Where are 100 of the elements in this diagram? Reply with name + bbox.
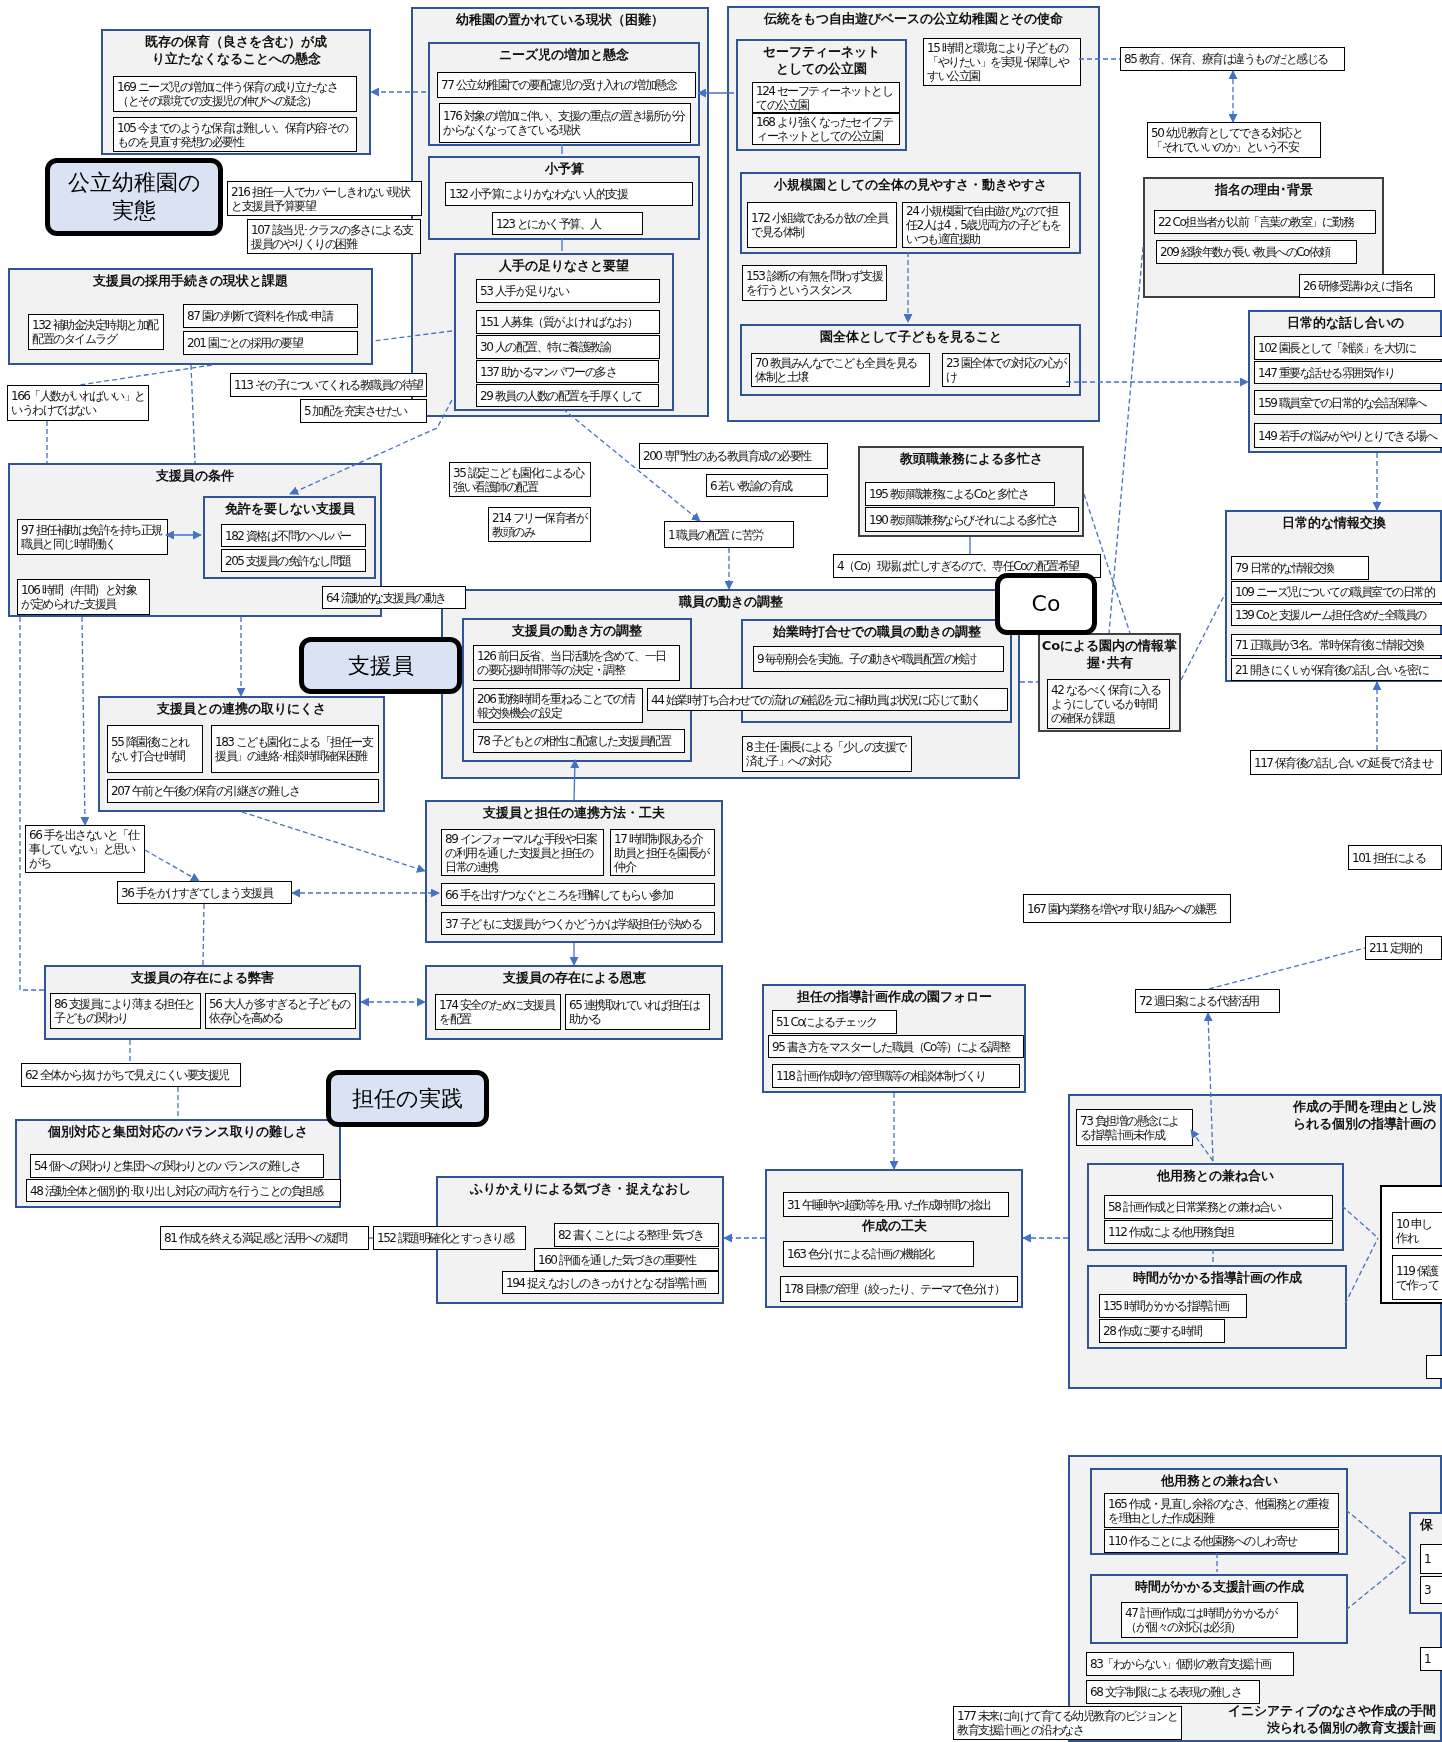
category-group-panel — [203, 496, 376, 579]
concept-card: 29 教員の人数の配置を手厚くして — [476, 384, 659, 407]
concept-card: 109 ニーズ児についての職員室での日常的 — [1231, 581, 1442, 603]
concept-card: 68 文字制限による表現の難しさ — [1086, 1680, 1260, 1704]
concept-card: 86 支援員により薄まる担任と子どもの関わり — [50, 993, 201, 1029]
concept-card: 151 人募集（質がよければなお） — [476, 310, 660, 334]
section-title-box: 公立幼稚園の実態 — [45, 158, 223, 236]
group-heading: 始業時打合せでの職員の動きの調整 — [772, 623, 981, 640]
connector-line — [46, 420, 48, 464]
concept-card: 177 未来に向けて育てる幼児教育のビジョンと教育支援計画との沿わなさ — [953, 1706, 1182, 1740]
connector-line — [1078, 58, 1121, 60]
concept-card: 97 担任補助は免許を持ち正規職員と同じ時間働く — [17, 519, 168, 555]
concept-card: 165 作成・見直し余裕のなさ、他園務との重複を理由とした作成困難 — [1104, 1493, 1339, 1528]
concept-card: 126 前日反省、当日活動を含めて、一日の要応援時間帯等の決定・調整 — [473, 645, 680, 681]
group-heading: 支援員の存在による恩恵 — [502, 969, 646, 986]
concept-card: 70 教員みんなでこども全員を見る体制と土壌 — [751, 353, 930, 387]
category-group-panel — [428, 156, 700, 240]
category-group-panel — [1087, 1265, 1347, 1349]
group-heading: 担任の指導計画作成の園フォロー — [796, 988, 992, 1005]
arrow — [1022, 1233, 1069, 1243]
connector-line — [1345, 1509, 1408, 1561]
concept-card: 113 その子についてくれる教職員の待望 — [230, 373, 427, 397]
concept-card: 206 勤務時間を重ねることでの情報交換機会の設定 — [473, 688, 643, 723]
connector-line — [1108, 246, 1144, 634]
group-heading: 園全体として子どもを見ること — [819, 328, 1002, 345]
concept-card: 211 定期的 — [1365, 936, 1442, 960]
concept-card: 147 重要な話せる雰囲気作り — [1254, 361, 1442, 384]
concept-card: 82 書くことによる整理･気づき — [554, 1223, 719, 1247]
concept-card: 89 インフォーマルな手段や日案の利用を通した支援員と担任の日常の連携 — [441, 829, 604, 876]
concept-card: 195 教頭職兼務によるCoと多忙さ — [865, 482, 1055, 506]
group-heading: 教頭職兼務による多忙さ — [899, 450, 1043, 467]
concept-card: 37 子どもに支援員がつくかどうかは学級担任が決める — [441, 912, 715, 935]
group-heading: 小予算 — [544, 160, 584, 177]
concept-card: 83「わからない」個別の教育支援計画 — [1086, 1652, 1294, 1676]
concept-card: 182 資格は不問のヘルパー — [221, 524, 366, 547]
concept-card: 178 目標の管理（絞ったり、テーマで色分け） — [780, 1276, 1018, 1302]
concept-card: 73 負担増の懸念による指導計画未作成 — [1076, 1109, 1193, 1146]
concept-card: 15 時間と環境により子どもの「やりたい」を実現･保障しやすい公立園 — [923, 38, 1081, 86]
category-group-panel — [1038, 633, 1181, 732]
arrow — [697, 88, 735, 98]
concept-card: 163 色分けによる計画の機能化 — [783, 1241, 974, 1267]
arrow — [570, 759, 580, 801]
group-heading: 支援員の採用手続きの現状と課題 — [93, 272, 288, 289]
section-title-box: 支援員 — [299, 637, 462, 694]
connector-line — [368, 1237, 374, 1239]
arrow — [1372, 452, 1382, 511]
concept-card: 152 課題明確化とすっきり感 — [373, 1226, 526, 1250]
concept-card: 137 助かるマンパワーの多さ — [476, 360, 659, 383]
category-group-panel — [1087, 1163, 1344, 1251]
group-heading: 保 — [1420, 1516, 1433, 1533]
concept-card: 216 担任一人でカバーしきれない現状と支援員予算要望 — [227, 181, 422, 216]
arrow — [289, 399, 453, 495]
concept-card: 101 担任による — [1348, 845, 1442, 870]
group-heading: 人手の足りなさと要望 — [499, 257, 629, 274]
concept-card: 153 診断の有無を問わず支援を行うというスタンス — [742, 265, 887, 301]
concept-card: 105 今までのような保育は難しい。保育内容そのものを見直す発想の必要性 — [113, 117, 357, 152]
arrow — [80, 616, 90, 826]
group-heading: 時間がかかる支援計画の作成 — [1134, 1578, 1304, 1595]
group-heading: 支援員の動き方の調整 — [512, 622, 642, 639]
category-group-panel — [736, 39, 907, 151]
concept-card: 6 若い教諭の育成 — [706, 474, 828, 497]
group-heading: 個別対応と集団対応のバランス取りの難しさ — [48, 1123, 308, 1140]
concept-card: 85 教育、保育、療育は違うものだと感じる — [1120, 47, 1345, 71]
group-heading: 小規模園としての全体の見やすさ・動きやすさ — [774, 176, 1047, 193]
arrow — [1065, 377, 1249, 387]
concept-card: 50 幼児教育としてできる対応と「それでいいのか」という不安 — [1147, 122, 1321, 158]
double-arrow — [360, 997, 426, 1007]
concept-card: 26 研修受講ゆえに指名 — [1299, 274, 1435, 298]
concept-card: 176 対象の増加に伴い、支援の重点の置き場所が分からなくなってきている現状 — [439, 103, 691, 143]
concept-card: 207 午前と午後の保育の引継ぎの難しさ — [107, 779, 379, 803]
concept-card: 168 より強くなったセイフティーネットとしての公立園 — [752, 113, 900, 145]
concept-card: 42 なるべく保育に入るようにしているが時間の確保が課題 — [1047, 679, 1170, 729]
category-group-panel — [1090, 1468, 1348, 1555]
concept-card: 3 — [1420, 1576, 1442, 1604]
group-heading: 既存の保育（良さを含む）が成り立たなくなることへの懸念 — [144, 33, 328, 67]
group-heading: 免許を要しない支援員 — [224, 500, 355, 517]
concept-card: 10 申し作れ — [1392, 1212, 1442, 1249]
arrow — [144, 849, 200, 882]
concept-card: 1 職員の配置 に苦労 — [664, 521, 794, 548]
concept-card: 117 保育後の話し合いの延長で済ませ — [1250, 750, 1442, 775]
double-arrow — [165, 530, 202, 540]
connector-line — [969, 536, 971, 555]
concept-card: 209 経験年数が長い教員へのCo依頼 — [1156, 240, 1357, 264]
connector-line — [1345, 1559, 1408, 1611]
concept-card: 200 専門性のある教員育成の必要性 — [639, 443, 828, 469]
category-group-panel — [98, 696, 385, 812]
double-arrow — [1228, 70, 1238, 123]
arrow — [370, 87, 427, 97]
connector-line — [1212, 1248, 1214, 1264]
arrow — [562, 408, 701, 522]
concept-card: 24 小規模園で自由遊びなので担任2人は4，5歳児両方の子どもをいつも適宜援助 — [902, 202, 1070, 248]
concept-card: 124 セーフティーネットとしての公立園 — [752, 82, 900, 113]
group-heading: Coによる園内の情報掌握･共有 — [1040, 637, 1179, 671]
connector-line — [19, 616, 45, 991]
concept-card: 35 認定こども園化による心強い看護師の配置 — [449, 462, 591, 497]
category-group-panel — [740, 172, 1081, 254]
empty-box — [1426, 1355, 1442, 1379]
concept-card: 102 園長として「雑談」を大切に — [1254, 336, 1442, 360]
connector-line — [190, 364, 196, 464]
concept-card: 66 手を出す/つなぐところを理解してもらい参加 — [441, 883, 715, 906]
